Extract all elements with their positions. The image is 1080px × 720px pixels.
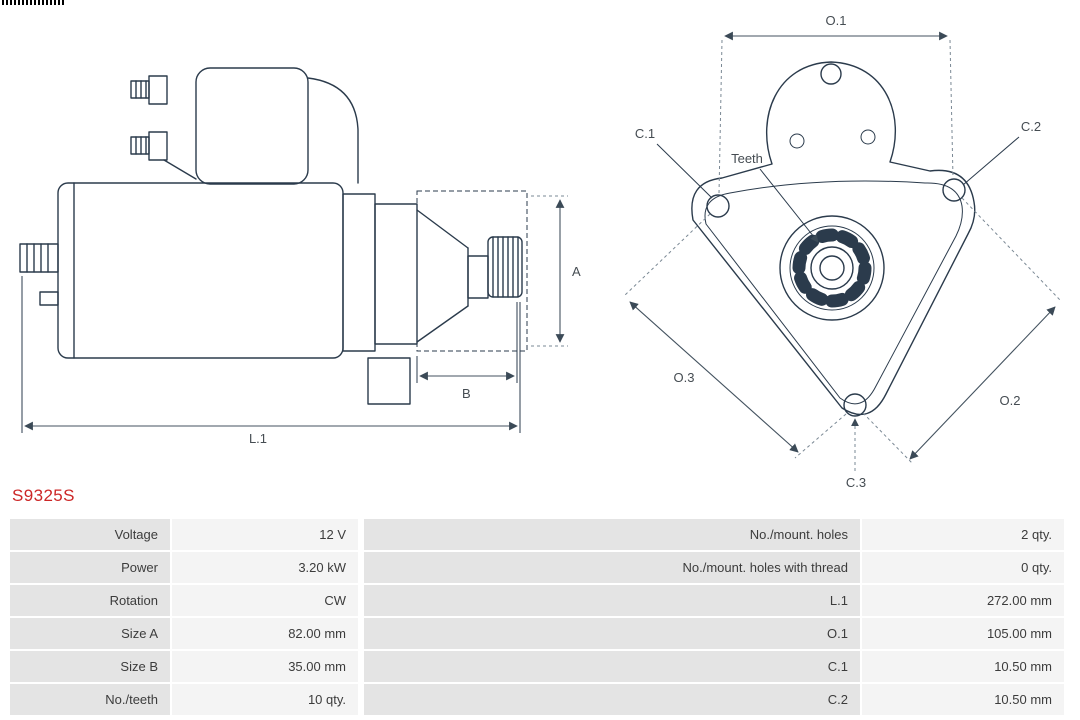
dimension-o3: O.3 <box>623 213 847 459</box>
spec-value: CW <box>172 585 358 616</box>
reference-dashed-box <box>416 190 528 352</box>
spec-label: O.1 <box>364 618 860 649</box>
spec-value: 105.00 mm <box>862 618 1064 649</box>
dimension-o2: O.2 <box>862 197 1061 465</box>
dim-label-l1: L.1 <box>249 431 267 446</box>
technical-drawing: A B L.1 <box>19 13 1061 490</box>
spec-value: 10 qty. <box>172 684 358 715</box>
spec-value: 35.00 mm <box>172 651 358 682</box>
callout-c2: C.2 <box>962 119 1041 186</box>
spec-table-left: Voltage 12 V Power 3.20 kW Rotation CW S… <box>10 519 358 715</box>
dimension-l1: L.1 <box>21 276 521 446</box>
spec-value: 10.50 mm <box>862 684 1064 715</box>
dim-label-c1: C.1 <box>635 126 655 141</box>
spec-value: 272.00 mm <box>862 585 1064 616</box>
spec-label: No./teeth <box>10 684 170 715</box>
dim-label-c2: C.2 <box>1021 119 1041 134</box>
spec-value: 10.50 mm <box>862 651 1064 682</box>
part-number: S9325S <box>12 486 75 505</box>
spec-value: 3.20 kW <box>172 552 358 583</box>
dim-label-a: A <box>572 264 581 279</box>
front-view-drawing: O.1 C.1 C.2 Teeth C.3 O.3 <box>623 13 1061 490</box>
pinion-gear <box>487 236 523 298</box>
spec-label: No./mount. holes <box>364 519 860 550</box>
spec-value: 0 qty. <box>862 552 1064 583</box>
spec-value: 2 qty. <box>862 519 1064 550</box>
side-view-drawing: A B L.1 <box>19 67 581 446</box>
mounting-holes <box>706 178 966 417</box>
teeth-label: Teeth <box>731 151 763 166</box>
callout-c3: C.3 <box>846 418 866 490</box>
spec-label: No./mount. holes with thread <box>364 552 860 583</box>
spec-label: Size A <box>10 618 170 649</box>
solenoid <box>195 67 359 185</box>
spec-label: C.1 <box>364 651 860 682</box>
dim-label-o3: O.3 <box>674 370 695 385</box>
dimension-o1: O.1 <box>718 13 954 195</box>
callout-teeth: Teeth <box>731 151 819 243</box>
spec-value: 12 V <box>172 519 358 550</box>
dim-label-c3: C.3 <box>846 475 866 490</box>
terminal-studs <box>130 75 197 180</box>
starter-motor-body <box>19 67 523 405</box>
spec-label: Rotation <box>10 585 170 616</box>
spec-label: L.1 <box>364 585 860 616</box>
dim-label-o1: O.1 <box>826 13 847 28</box>
mounting-flange <box>691 61 976 417</box>
barcode-mark <box>2 0 66 5</box>
callout-c1: C.1 <box>635 126 713 199</box>
spec-table-right: No./mount. holes 2 qty. No./mount. holes… <box>364 519 1064 715</box>
dim-label-b: B <box>462 386 471 401</box>
spec-label: Voltage <box>10 519 170 550</box>
spec-label: C.2 <box>364 684 860 715</box>
dimension-a: A <box>531 195 581 347</box>
dim-label-o2: O.2 <box>1000 393 1021 408</box>
drive-end <box>342 193 489 352</box>
gear <box>779 215 885 321</box>
spec-tables: Voltage 12 V Power 3.20 kW Rotation CW S… <box>10 519 1064 715</box>
dimension-b: B <box>416 302 518 401</box>
spec-label: Power <box>10 552 170 583</box>
spec-label: Size B <box>10 651 170 682</box>
spec-value: 82.00 mm <box>172 618 358 649</box>
